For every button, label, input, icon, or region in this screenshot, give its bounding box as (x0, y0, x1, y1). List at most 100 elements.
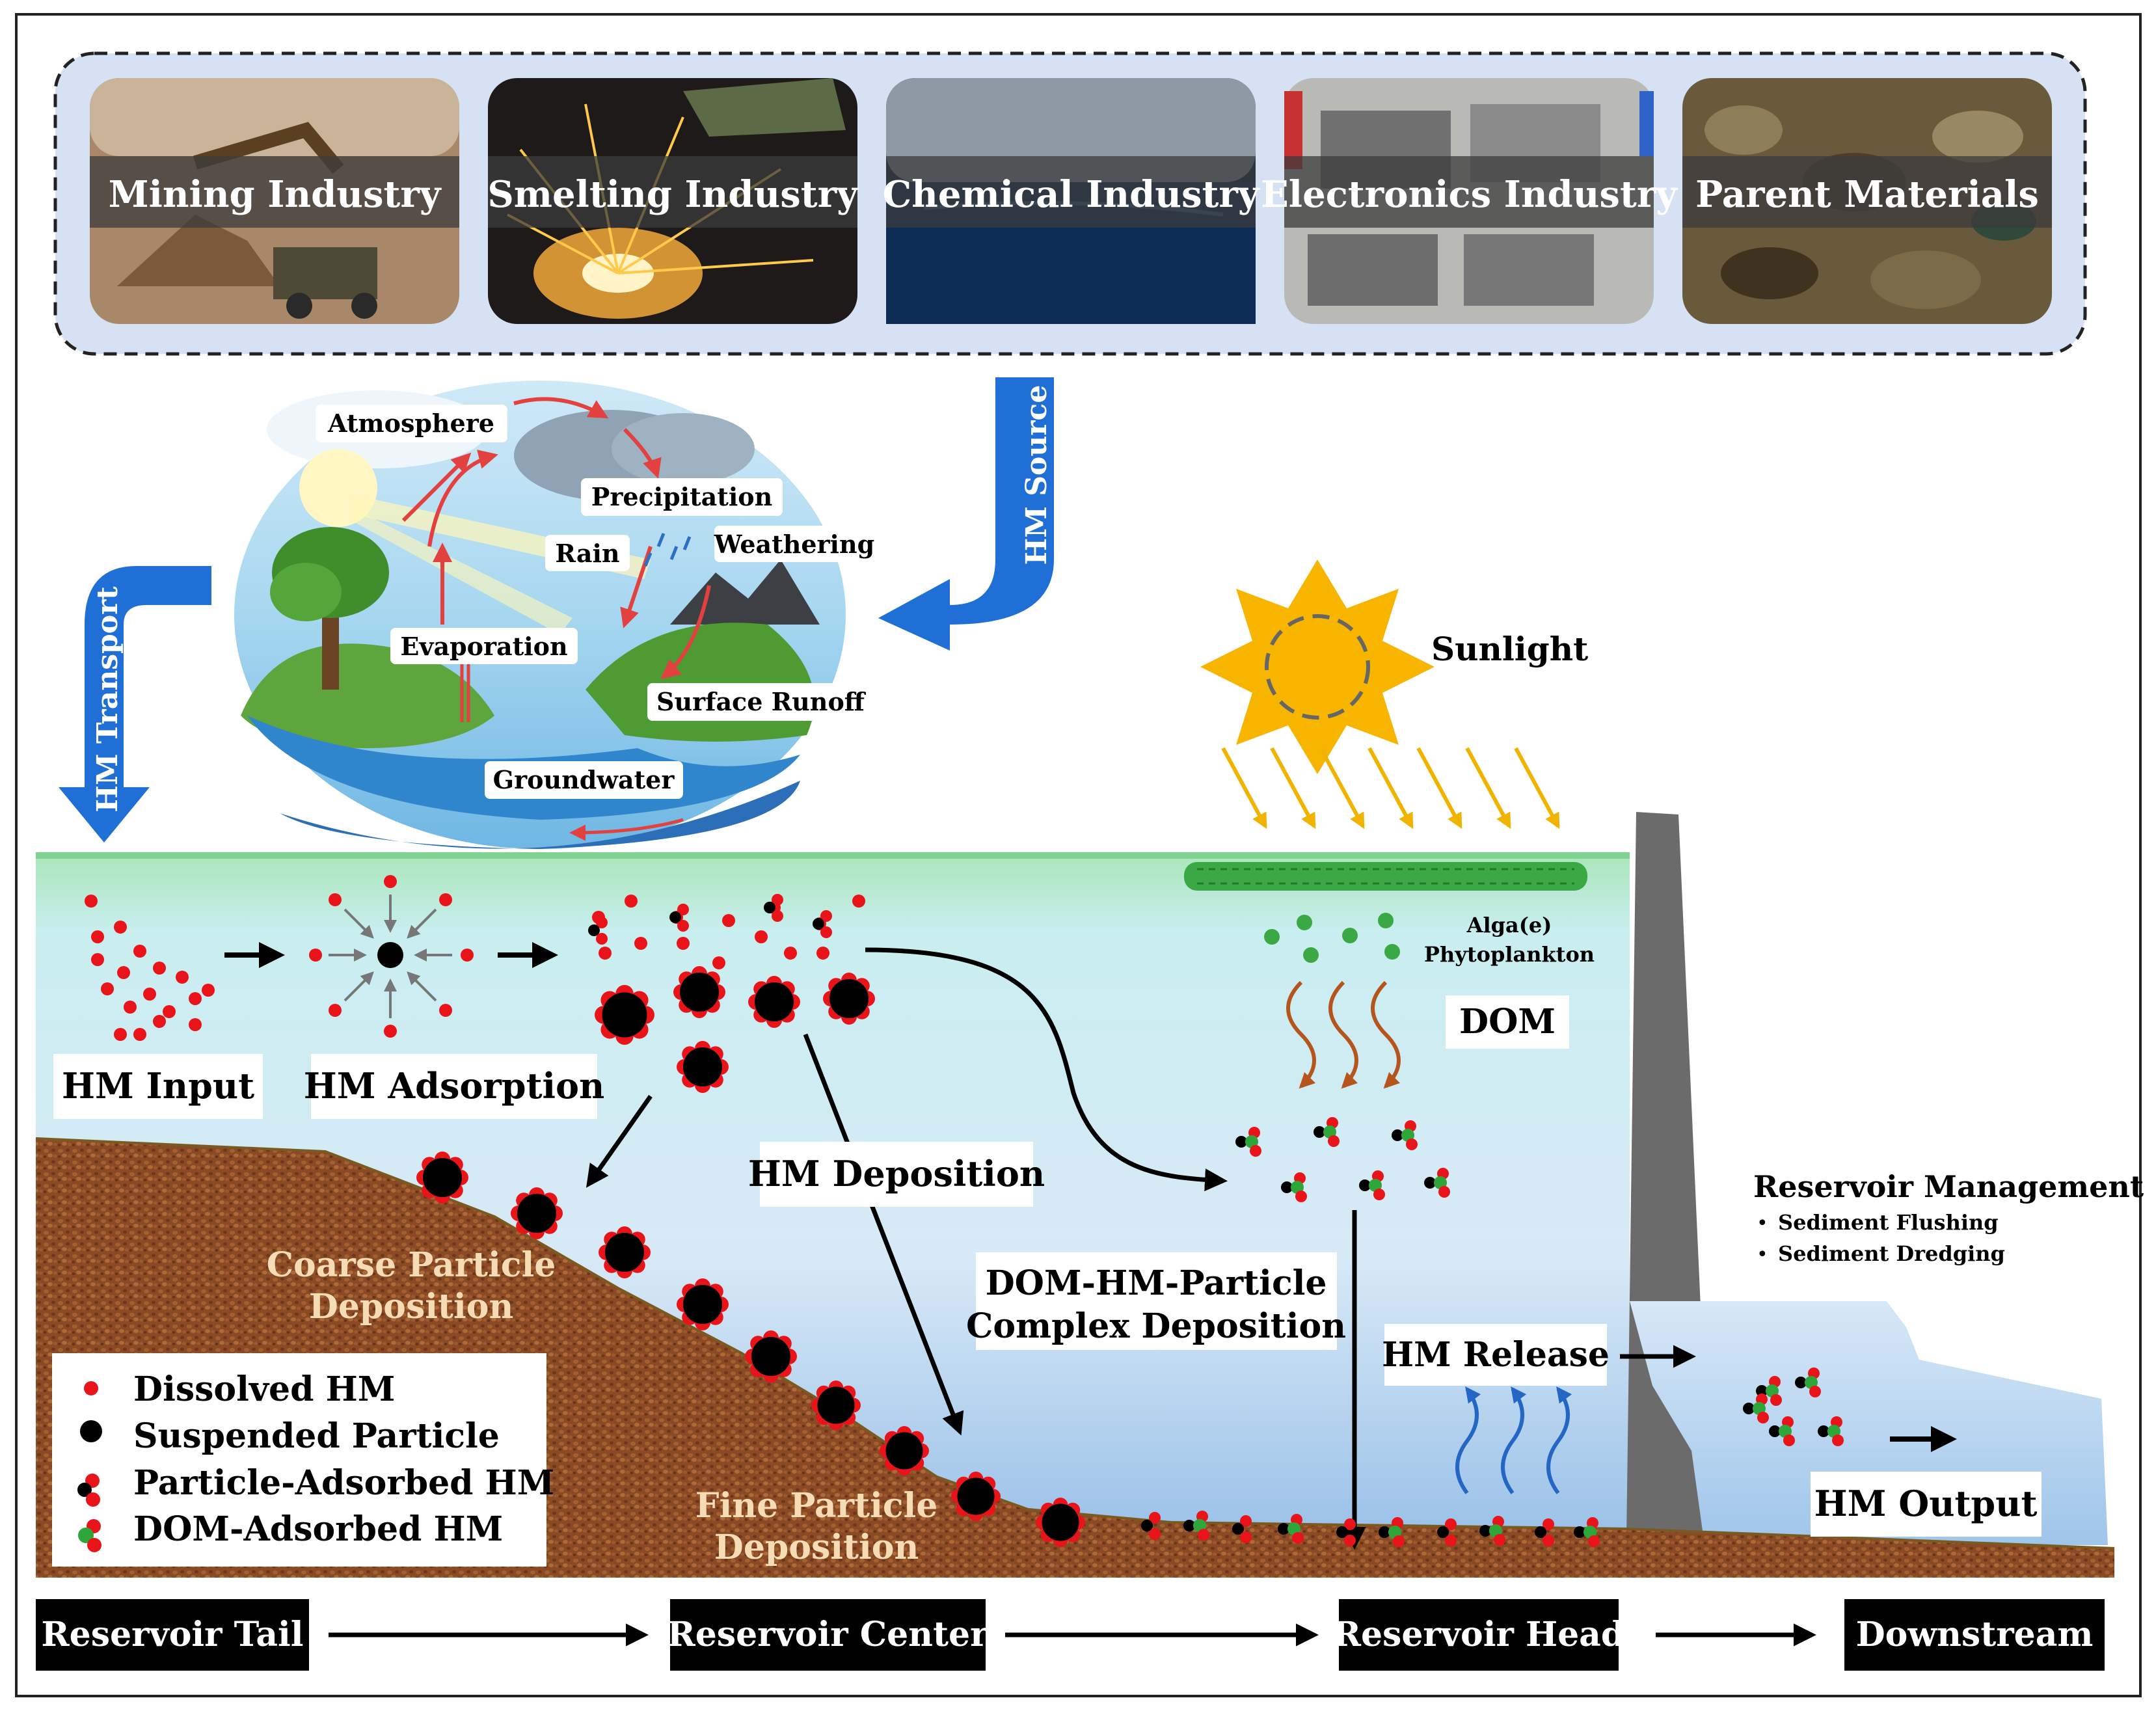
particle-adsorbed-cluster (1036, 1498, 1085, 1548)
zone-bar: Reservoir Tail Reservoir Center Reservoi… (36, 1599, 2105, 1671)
fine-deposition-arrow (803, 1033, 964, 1436)
hm-deposition-label: HM Deposition (748, 1153, 1045, 1194)
coarse-deposition-label: Coarse Particle (267, 1245, 556, 1285)
particle-adsorbed-cluster (599, 1226, 651, 1278)
coarse-deposition-label-2: Deposition (309, 1287, 514, 1327)
dom-hm-particle-complex (1756, 1376, 1782, 1406)
particle-adsorbed-hm (669, 904, 689, 932)
dom-hm-particle-complex (1424, 1168, 1450, 1198)
particle-adsorbed-hm (764, 894, 783, 922)
hm-source-arrow: HM Source (878, 377, 1054, 651)
particle-adsorbed-hm (813, 910, 832, 938)
phytoplankton-label: Phytoplankton (1424, 942, 1595, 967)
hm-adsorption-hub (309, 875, 474, 1038)
hm-release-arrows (1455, 1386, 1572, 1494)
sediment-bed (36, 1138, 2114, 1578)
sunlight-label: Sunlight (1431, 630, 1588, 668)
particle-adsorbed-cluster (511, 1187, 563, 1239)
legend-dom-adsorbed-label: DOM-Adsorbed HM (133, 1509, 503, 1549)
phytoplankton (1264, 913, 1400, 963)
management-bullet: • (1757, 1243, 1768, 1266)
water-cycle-labels: Atmosphere Precipitation Rain Weathering… (316, 405, 874, 799)
particle-adsorbed-cluster (595, 985, 654, 1045)
precipitation-label: Precipitation (591, 482, 773, 511)
plankton-dot (1264, 929, 1280, 945)
legend-particle-icon (80, 1420, 102, 1442)
particle-adsorbed-cluster (811, 1381, 861, 1431)
dom-hm-particle-complex (1235, 1127, 1261, 1157)
dom-hm-particle-complex (1574, 1517, 1600, 1547)
particle-adsorbed-cluster (673, 966, 725, 1018)
dom-hm-particle-complex (1379, 1517, 1405, 1547)
particle-adsorbed-cluster (416, 1152, 468, 1204)
management-bullet: • (1757, 1212, 1768, 1235)
particle-adsorbed-cluster (745, 1330, 797, 1382)
particle-adsorbed-cluster (951, 1472, 1001, 1522)
source-label-smelting: Smelting Industry (487, 173, 859, 216)
particle-complexes (416, 894, 1844, 1548)
fine-deposition-label-2: Deposition (714, 1528, 919, 1567)
particle-adsorbed-cluster (880, 1426, 929, 1476)
dom-hm-particle-complex (1479, 1516, 1505, 1546)
source-label-chemical: Chemical Industry (883, 173, 1260, 216)
svg-text:HM Source: HM Source (1020, 385, 1053, 565)
hm-adsorption-label: HM Adsorption (304, 1065, 605, 1107)
particle-adsorbed-hm (1336, 1518, 1356, 1546)
legend-dissolved-label: Dissolved HM (133, 1369, 395, 1409)
groundwater-label: Groundwater (493, 765, 675, 794)
outer-frame (15, 13, 2142, 1697)
dom-hm-particle-complex (1314, 1117, 1340, 1147)
management-item-flushing: Sediment Flushing (1778, 1210, 1999, 1235)
source-label-bars (90, 156, 2052, 228)
dom-arrows (1286, 980, 1401, 1089)
legend-dom-adsorbed-icon (78, 1519, 101, 1552)
particle-adsorbed-hm (1535, 1518, 1554, 1546)
legend-particle-adsorbed-icon (77, 1474, 100, 1507)
source-panel: Mining Industry Smelting Industry Chemic… (53, 51, 2087, 356)
hm-output-label: HM Output (1814, 1483, 2038, 1524)
rain-label: Rain (555, 539, 619, 568)
particle-adsorbed-hm (588, 917, 608, 945)
particle-adsorbed-hm (1141, 1512, 1161, 1540)
complex-deposition-label: DOM-HM-Particle (986, 1263, 1327, 1303)
zone-reservoir-tail: Reservoir Tail (41, 1615, 303, 1654)
source-label-parent: Parent Materials (1695, 173, 2039, 216)
dom-hm-particle-complex (1392, 1120, 1418, 1150)
legend-dissolved-icon (84, 1381, 98, 1395)
hm-input-label: HM Input (62, 1065, 254, 1107)
coarse-deposition-arrow (586, 1094, 653, 1188)
weathering-label: Weathering (714, 530, 874, 559)
source-label-mining: Mining Industry (109, 173, 442, 216)
atmosphere-label: Atmosphere (327, 409, 494, 438)
complex-deposition-label-2: Complex Deposition (966, 1306, 1346, 1346)
particle-adsorbed-cluster (677, 1278, 729, 1330)
legend-particle-label: Suspended Particle (133, 1416, 500, 1456)
management-item-dredging: Sediment Dredging (1778, 1241, 2005, 1266)
plankton-dot (1303, 947, 1319, 963)
dom-hm-particle-complex (1183, 1511, 1209, 1541)
hm-release-label: HM Release (1382, 1335, 1610, 1375)
plankton-dot (1378, 913, 1394, 928)
mixed-hm-cluster (592, 895, 865, 969)
plankton-dot (1342, 928, 1358, 943)
dom-hm-particle-complex (1278, 1514, 1304, 1544)
hm-input-dots (85, 895, 215, 1041)
dom-hm-particle-complex (1769, 1416, 1795, 1446)
particle-adsorbed-cluster (823, 973, 875, 1025)
source-label-electronics: Electronics Industry (1261, 173, 1678, 216)
fine-deposition-label: Fine Particle (695, 1486, 938, 1526)
surface-runoff-label: Surface Runoff (656, 687, 867, 716)
legend: Dissolved HM Suspended Particle Particle… (52, 1353, 554, 1567)
dom-hm-particle-complex (1743, 1394, 1769, 1423)
sunlight: Sunlight (1200, 559, 1588, 829)
dom-label: DOM (1459, 1002, 1556, 1042)
dom-hm-particle-complex (1359, 1170, 1385, 1200)
evaporation-label: Evaporation (400, 632, 567, 661)
zone-downstream: Downstream (1856, 1615, 2094, 1654)
plankton-dot (1297, 915, 1312, 930)
legend-particle-adsorbed-label: Particle-Adsorbed HM (133, 1463, 554, 1503)
zone-reservoir-center: Reservoir Center (667, 1615, 989, 1654)
sun-icon (1200, 559, 1435, 774)
dom-hm-particle-complex (1795, 1367, 1821, 1397)
